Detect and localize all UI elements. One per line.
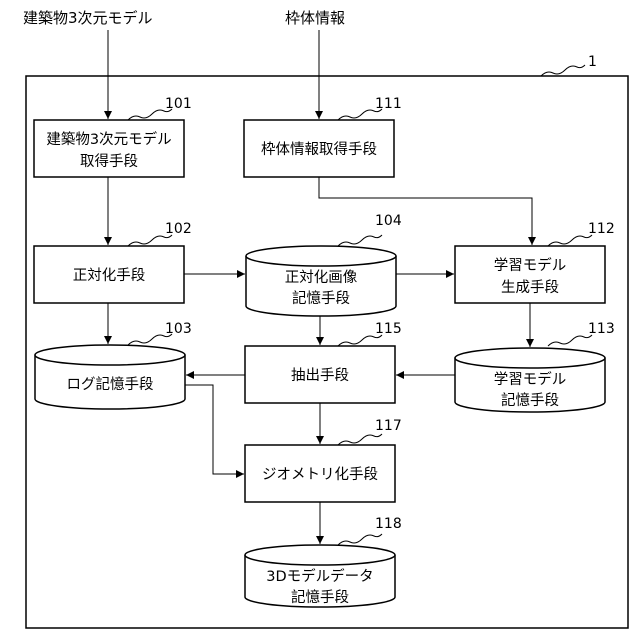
block-113-line1: 学習モデル (494, 370, 567, 388)
block-103-ref: 103 (165, 321, 192, 337)
block-101-line2: 取得手段 (80, 153, 138, 170)
system-ref: 1 (588, 54, 597, 70)
arrow-103-to-117 (185, 385, 244, 474)
block-104-ref-leader (338, 235, 382, 246)
block-118-ref-leader (338, 534, 382, 545)
block-112-ref-leader (548, 235, 592, 246)
block-111-ref: 111 (375, 96, 402, 112)
block-113-line2: 記憶手段 (501, 392, 559, 409)
block-104-line2: 記憶手段 (292, 290, 350, 307)
block-104-ref: 104 (375, 213, 402, 229)
block-117-ref-leader (338, 434, 382, 445)
input-building-model: 建築物3次元モデル (23, 9, 153, 27)
block-115-ref: 115 (375, 321, 402, 337)
block-112-ref: 112 (588, 221, 615, 237)
block-112-line1: 学習モデル (494, 256, 567, 274)
block-117-line1: ジオメトリ化手段 (262, 466, 378, 483)
block-112-line2: 生成手段 (501, 279, 559, 296)
block-102-ref: 102 (165, 221, 192, 237)
block-118-line2: 記憶手段 (291, 589, 349, 606)
block-104-line1: 正対化画像 (285, 269, 358, 286)
block-101-ref: 101 (165, 96, 192, 112)
block-117-ref: 117 (375, 418, 402, 434)
block-102-line1: 正対化手段 (73, 267, 146, 284)
block-101-line1: 建築物3次元モデル (46, 130, 171, 148)
block-115-line1: 抽出手段 (291, 367, 349, 384)
block-111-line1: 枠体情報取得手段 (261, 141, 377, 158)
block-118-ref: 118 (375, 516, 402, 532)
block-118-line1: 3Dモデルデータ (266, 567, 373, 585)
block-103-line1: ログ記憶手段 (67, 376, 154, 393)
block-113-ref: 113 (588, 321, 615, 337)
input-frame-info: 枠体情報 (285, 9, 345, 27)
block-113-ref-leader (548, 335, 592, 346)
system-ref-leader (541, 65, 585, 76)
arrow-111-to-112 (319, 177, 532, 245)
